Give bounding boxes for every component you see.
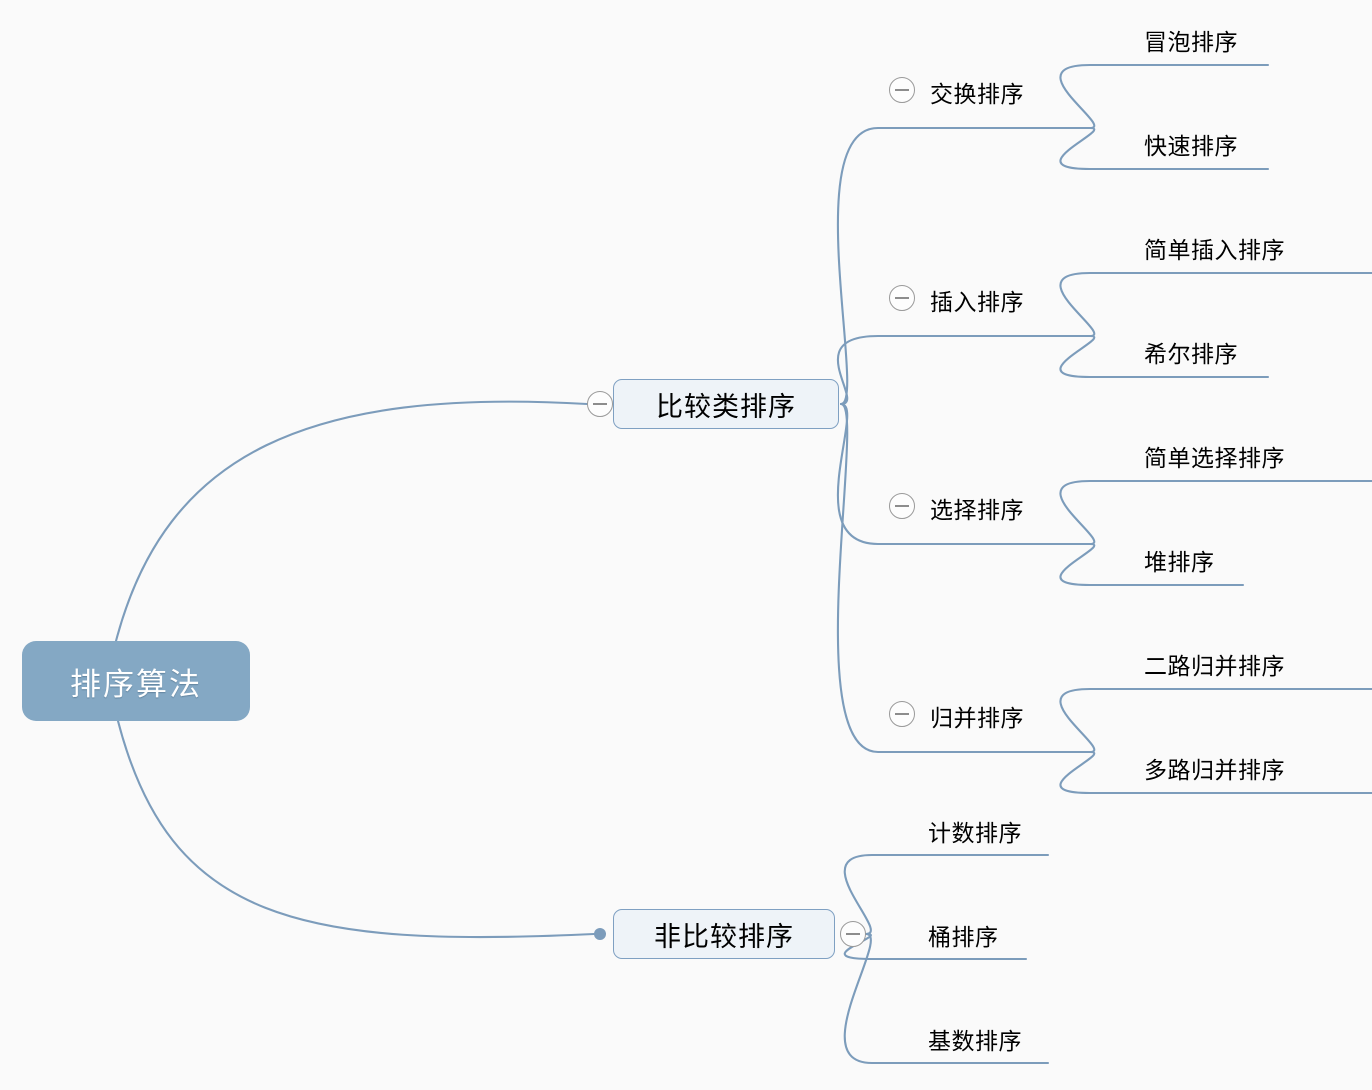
leaf-node-quick[interactable]: 快速排序 bbox=[1144, 134, 1238, 159]
collapse-toggle-selection[interactable] bbox=[889, 493, 915, 519]
branch-node-compare[interactable]: 比较类排序 bbox=[613, 379, 839, 429]
collapse-toggle-noncompare[interactable] bbox=[840, 921, 866, 947]
edge-path bbox=[1059, 479, 1372, 546]
leaf-node-multi-way-merge[interactable]: 多路归并排序 bbox=[1144, 758, 1285, 783]
edge-path bbox=[1059, 63, 1270, 130]
leaf-node-shell[interactable]: 希尔排序 bbox=[1144, 342, 1238, 367]
edge-path bbox=[836, 126, 1092, 406]
leaf-node-simple-insertion[interactable]: 简单插入排序 bbox=[1144, 238, 1285, 263]
subbranch-node-radix[interactable]: 基数排序 bbox=[928, 1029, 1022, 1054]
branch-node-noncompare[interactable]: 非比较排序 bbox=[613, 909, 835, 959]
leaf-node-simple-selection[interactable]: 简单选择排序 bbox=[1144, 446, 1285, 471]
collapse-toggle-merge[interactable] bbox=[889, 701, 915, 727]
subbranch-node-merge[interactable]: 归并排序 bbox=[930, 706, 1024, 731]
connector-dot-noncompare bbox=[594, 928, 606, 940]
subbranch-node-insertion[interactable]: 插入排序 bbox=[930, 290, 1024, 315]
collapse-toggle-insertion[interactable] bbox=[889, 285, 915, 311]
edge-path bbox=[1059, 271, 1372, 338]
leaf-node-heap[interactable]: 堆排序 bbox=[1144, 550, 1215, 575]
leaf-node-bubble[interactable]: 冒泡排序 bbox=[1144, 30, 1238, 55]
edge-path bbox=[1059, 687, 1372, 754]
collapse-toggle-exchange[interactable] bbox=[889, 77, 915, 103]
subbranch-node-bucket[interactable]: 桶排序 bbox=[928, 925, 999, 950]
edge-path bbox=[836, 334, 1092, 406]
subbranch-node-exchange[interactable]: 交换排序 bbox=[930, 82, 1024, 107]
collapse-toggle-compare[interactable] bbox=[587, 391, 613, 417]
leaf-node-two-way-merge[interactable]: 二路归并排序 bbox=[1144, 654, 1285, 679]
subbranch-node-selection[interactable]: 选择排序 bbox=[930, 498, 1024, 523]
subbranch-node-counting[interactable]: 计数排序 bbox=[928, 821, 1022, 846]
root-node-sorting-algorithms[interactable]: 排序算法 bbox=[22, 641, 250, 721]
edge-path bbox=[114, 400, 589, 643]
edge-path bbox=[116, 719, 596, 939]
